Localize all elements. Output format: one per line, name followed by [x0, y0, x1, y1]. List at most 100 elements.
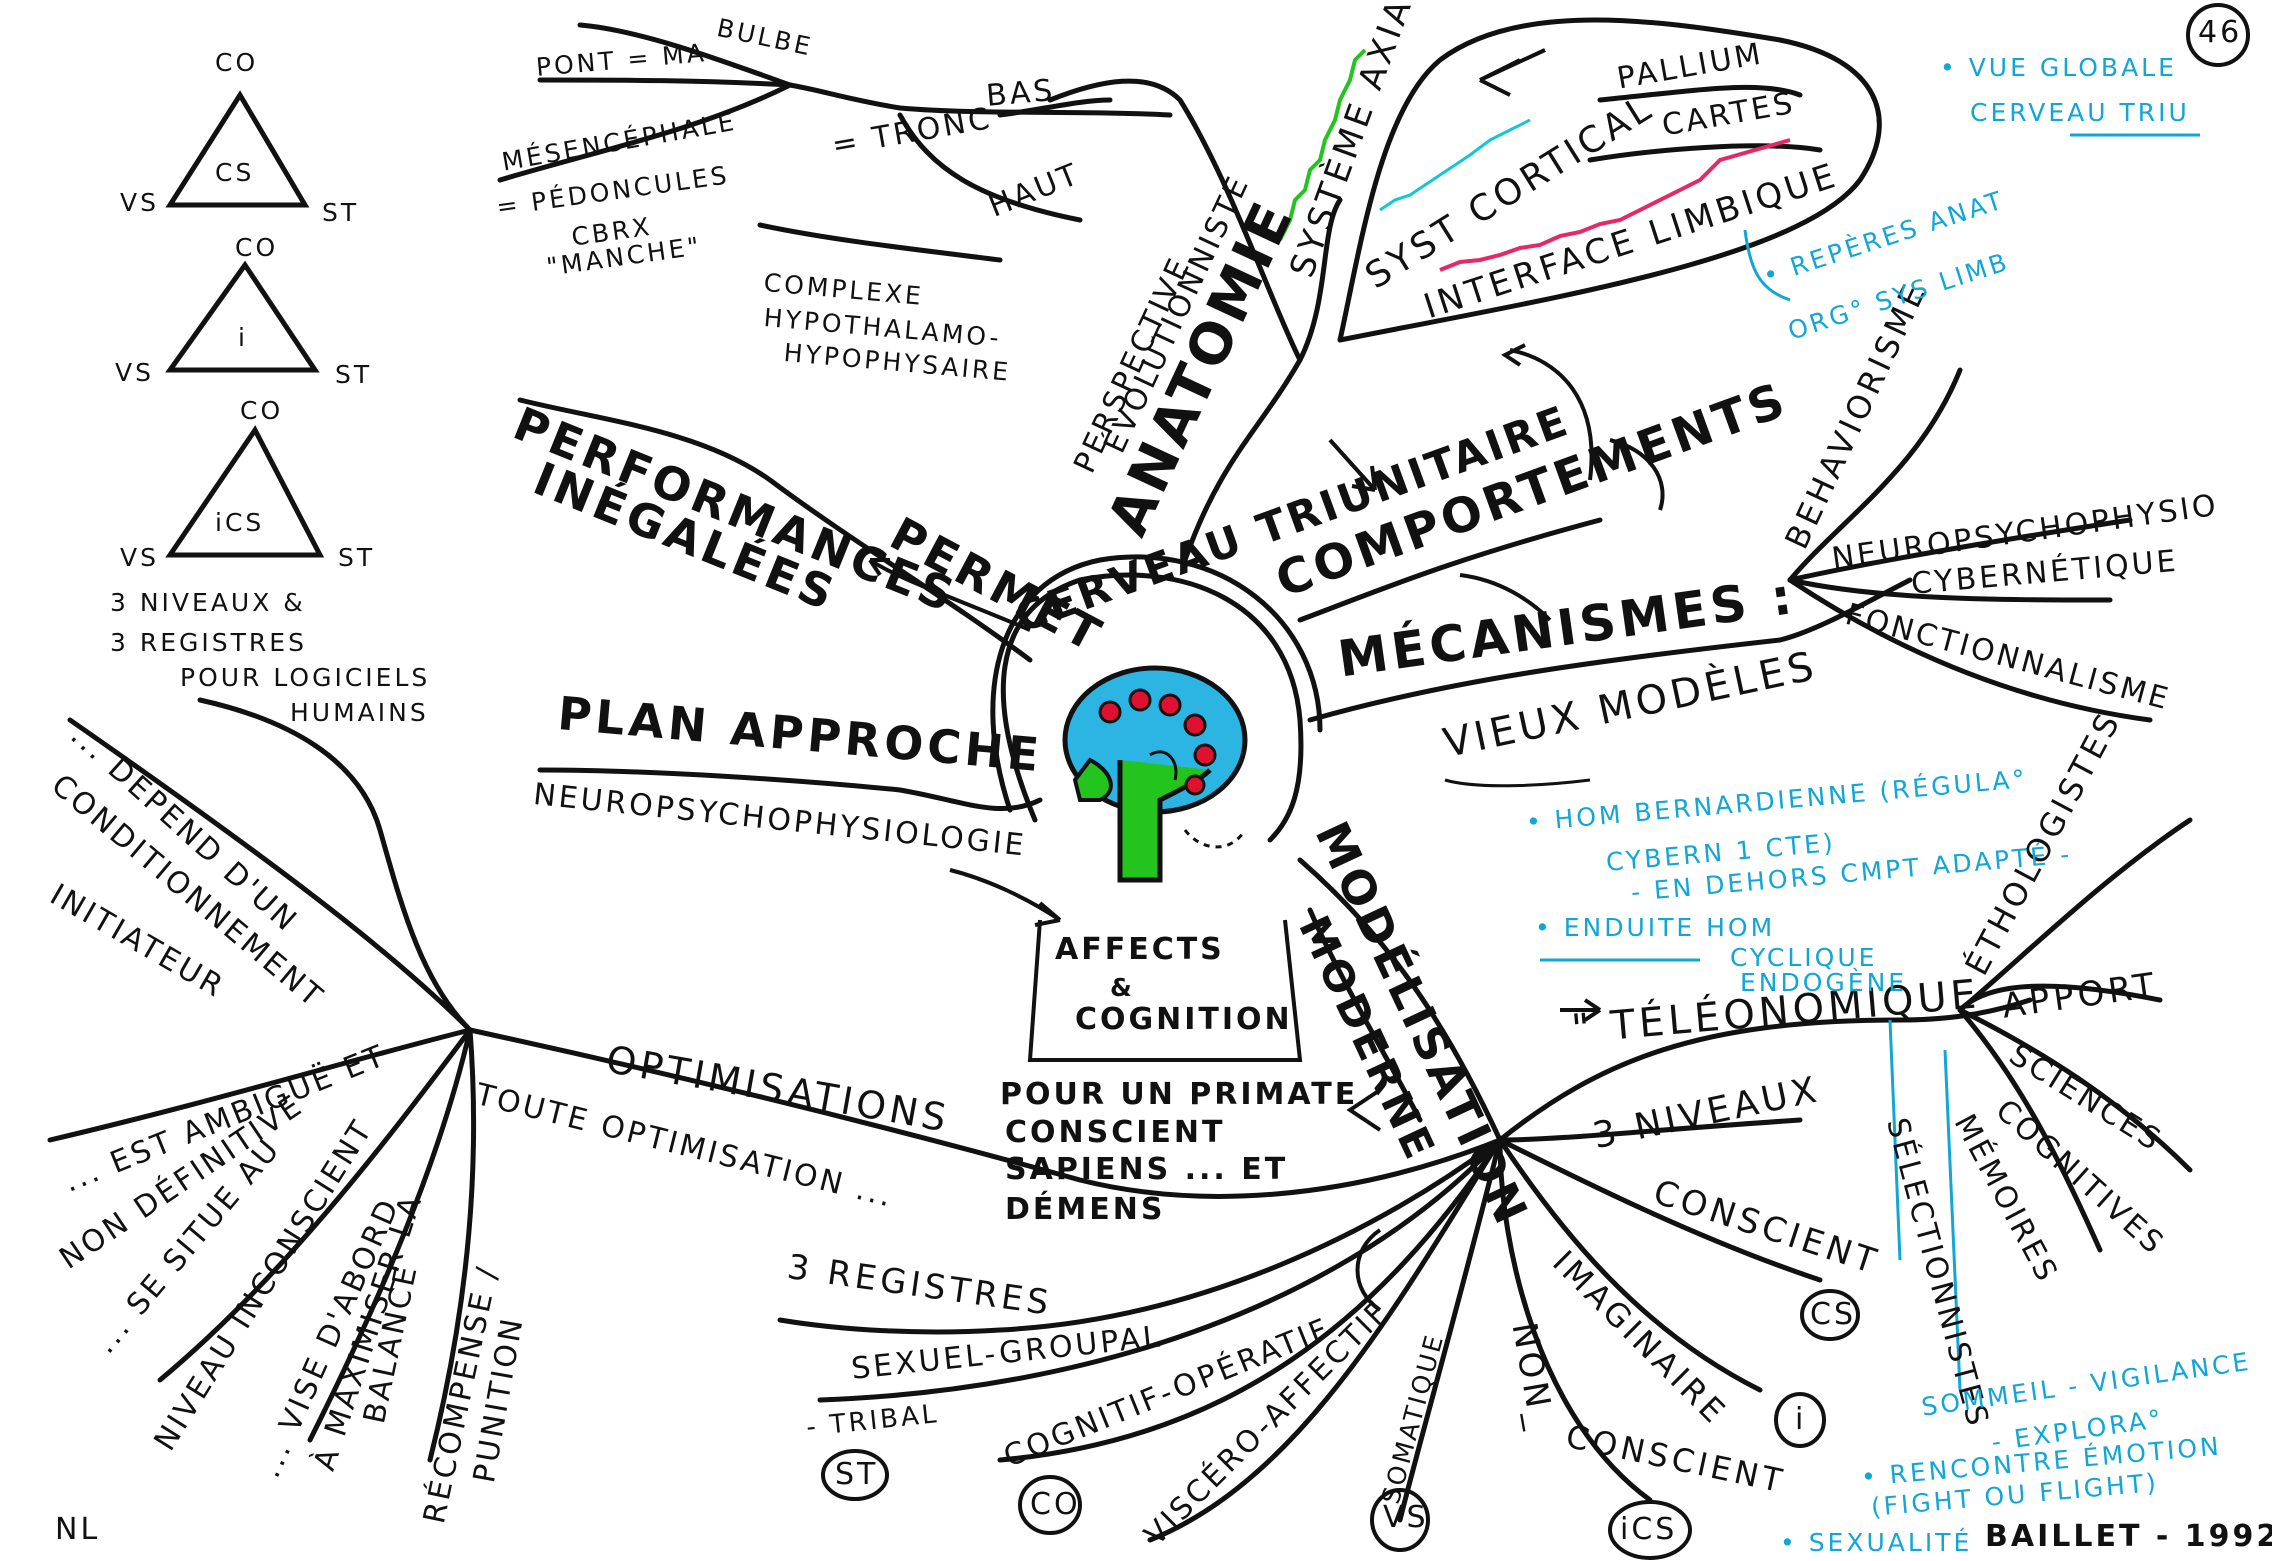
endogene-note-2: CYCLIQUE — [1730, 943, 1878, 972]
triangle-i — [165, 260, 320, 373]
branch-vise — [307, 1027, 473, 1443]
branch-situe — [157, 1027, 473, 1383]
triangle-ics — [165, 425, 325, 558]
branch-mesen — [497, 82, 793, 183]
vieux-underline — [1444, 778, 1591, 788]
primate-4: DÉMENS — [1005, 1192, 1166, 1227]
affects-box — [1027, 919, 1303, 1062]
primate-1: POUR UN PRIMATE — [1000, 1077, 1359, 1112]
arrow-primate — [1346, 1088, 1382, 1132]
branch-complexe — [757, 222, 1003, 263]
pink-wave — [1439, 138, 1791, 272]
tri3-top: CO — [240, 396, 284, 425]
branch-imaginaire — [1497, 1137, 1763, 1393]
arrow-chevron-hub — [1355, 1228, 1382, 1312]
endogene-note-3: ENDOGÈNE — [1740, 968, 1908, 997]
blue-line-selection — [1888, 1019, 1902, 1261]
badge-circle-vs — [1370, 1488, 1430, 1552]
arrow-comport-mech — [1459, 573, 1552, 622]
branch-bulbe — [577, 22, 793, 88]
branch-sciences — [1957, 1007, 2193, 1173]
tri1-center: CS — [215, 158, 255, 187]
arrows — [868, 48, 1665, 1312]
arrow-right-loop — [1609, 438, 1665, 511]
branch-viscero — [1147, 1137, 1503, 1543]
branch-conscient — [1497, 1137, 1823, 1283]
branch-cognitif — [997, 1137, 1503, 1463]
badge-circle-ics — [1608, 1500, 1692, 1560]
branch-cortical-inner — [1597, 84, 1803, 103]
branch-optimisations — [467, 1027, 1503, 1199]
tri1-left: VS — [120, 188, 159, 217]
badge-circle-co — [1018, 1475, 1082, 1535]
branch-limbic-lobe — [1337, 17, 1882, 343]
vs-badge: VS — [1383, 1500, 1429, 1535]
branch-niveaux — [1497, 1117, 1803, 1143]
tri-caption-2: 3 REGISTRES — [110, 628, 307, 657]
affects-amp: & — [1110, 973, 1135, 1002]
arrow-loop — [1501, 343, 1594, 481]
branch-left-hub — [197, 697, 473, 1033]
tri2-center: i — [238, 323, 248, 352]
blue-links — [1540, 133, 2200, 1391]
co-badge: CO — [1030, 1487, 1081, 1522]
tri-caption-3: POUR LOGICIELS — [180, 663, 431, 692]
center-dome-outer — [990, 554, 1323, 813]
i-badge: i — [1795, 1402, 1807, 1437]
badges — [821, 3, 2250, 1560]
branch-sexuel — [817, 1137, 1503, 1403]
tri2-left: VS — [115, 358, 154, 387]
primate-2: CONSCIENT — [1005, 1115, 1226, 1150]
badge-circle-i — [1774, 1392, 1826, 1448]
baillet-label: BAILLET - 1992 — [1985, 1519, 2272, 1554]
vue-note-2: CERVEAU TRIU — [1970, 98, 2190, 127]
branch-recompense — [427, 1027, 477, 1463]
ics-badge: iCS — [1620, 1512, 1678, 1547]
cyan-wave — [1379, 118, 1531, 212]
badge-circle-cs — [1800, 1289, 1860, 1341]
tri2-top: CO — [235, 233, 279, 262]
cs-badge: CS — [1810, 1297, 1856, 1332]
page-number: 46 — [2198, 15, 2243, 50]
branch-nonconscient — [1497, 1137, 1653, 1503]
sexualite-note: • SEXUALITÉ — [1780, 1528, 1973, 1557]
blue-link-reperes — [1743, 229, 1791, 302]
branch-comportements — [1297, 517, 1603, 623]
branch-cartes — [1587, 143, 1823, 163]
vue-note-1: • VUE GLOBALE — [1940, 53, 2177, 82]
tri-caption-1: 3 NIVEAUX & — [110, 588, 306, 617]
endogene-note-1: • ENDUITE HOM — [1535, 913, 1776, 942]
arrow-plan-affects — [949, 868, 1062, 927]
branch-fonctionnalisme — [1787, 577, 2153, 723]
branch-ethologistes — [1957, 817, 2193, 1013]
primate-3: SAPIENS ... ET — [1005, 1152, 1289, 1187]
tri3-center: iCS — [215, 508, 265, 537]
tri1-right: ST — [322, 198, 360, 227]
blue-line-sommeil — [1943, 1049, 1962, 1391]
branch-neuropsycho — [1787, 517, 2133, 583]
branch-tronc — [787, 82, 1173, 118]
affects-label: AFFECTS — [1055, 932, 1225, 967]
branch-plan — [537, 767, 1043, 812]
branch-behaviorisme — [1787, 367, 1963, 583]
cognition-label: COGNITION — [1075, 1002, 1293, 1037]
branch-depend — [67, 717, 473, 1033]
branch-pont — [537, 77, 793, 88]
branch-performances — [517, 397, 1033, 663]
brain-icon — [1062, 665, 1248, 883]
branch-somatique — [1397, 1137, 1503, 1523]
branch-memoires — [1957, 1007, 2103, 1253]
branch-modelisation — [1297, 857, 1503, 1143]
arrow-to-anatomy — [1479, 48, 1546, 97]
branch-lines — [47, 17, 2193, 1543]
arrow-anat-comport — [1328, 438, 1377, 492]
branch-moderne — [1307, 907, 1423, 1123]
tri-caption-4: HUMAINS — [290, 698, 429, 727]
badge-circle-page — [2186, 3, 2250, 67]
branch-haut — [897, 112, 1083, 223]
signature: NL — [55, 1512, 101, 1547]
branch-ambigue — [47, 1027, 473, 1143]
tri3-right: ST — [338, 543, 376, 572]
st-badge: ST — [835, 1457, 879, 1492]
